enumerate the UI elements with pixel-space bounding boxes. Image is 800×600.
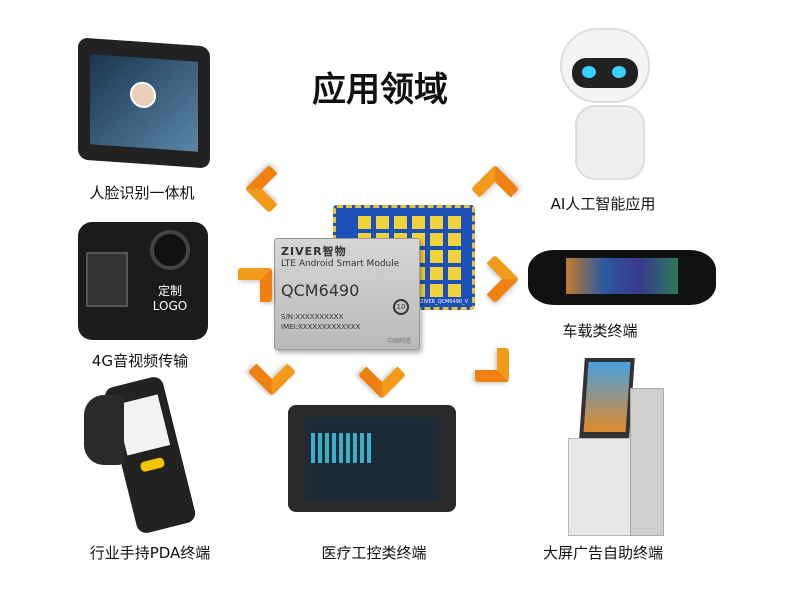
module-imei: IMEI:XXXXXXXXXXXXX bbox=[281, 323, 361, 331]
qcm6490-module: ZIVER智物 LTE Android Smart Module QCM6490… bbox=[274, 238, 420, 350]
module-made-in: 中国制造 bbox=[386, 338, 411, 345]
module-sn: S/N:XXXXXXXXXX bbox=[281, 313, 344, 321]
body-camera-image: 定制 LOGO bbox=[78, 222, 208, 340]
robot-image bbox=[560, 28, 650, 103]
app-label-medical: 医疗工控类终端 bbox=[321, 544, 427, 562]
self-service-kiosk-image bbox=[568, 358, 664, 536]
arrow-down-left-icon bbox=[247, 347, 297, 397]
pda-handle bbox=[84, 395, 124, 465]
arrow-down-icon bbox=[357, 350, 407, 400]
arrow-down-right-icon bbox=[475, 348, 509, 382]
arrow-left-icon bbox=[238, 268, 272, 302]
app-label-vehicle: 车载类终端 bbox=[562, 322, 638, 340]
app-label-pda: 行业手持PDA终端 bbox=[89, 544, 211, 562]
robot-body bbox=[575, 105, 645, 180]
board-label: ZIVER_QCM6490_V bbox=[420, 299, 468, 305]
arrow-right-icon bbox=[470, 254, 520, 304]
module-subtitle: LTE Android Smart Module bbox=[281, 259, 400, 269]
app-label-bodycam: 4G音视频传输 bbox=[91, 352, 189, 370]
face-recognition-terminal-image bbox=[78, 37, 210, 169]
arrow-up-right-icon bbox=[470, 164, 520, 214]
recycle-10-icon: 10 bbox=[393, 299, 409, 315]
module-brand: ZIVER bbox=[281, 245, 323, 258]
module-model: QCM6490 bbox=[281, 281, 360, 300]
rugged-tablet-image bbox=[288, 405, 456, 512]
app-label-face: 人脸识别一体机 bbox=[89, 184, 195, 202]
app-label-ai: AI人工智能应用 bbox=[550, 195, 656, 213]
bodycam-logo-text: 定制 LOGO bbox=[152, 284, 188, 313]
app-label-kiosk: 大屏广告自助终端 bbox=[542, 544, 664, 562]
arrow-up-left-icon bbox=[244, 164, 294, 214]
module-brand-cn: 智物 bbox=[322, 245, 347, 258]
car-mirror-image bbox=[528, 250, 716, 305]
page-title: 应用领域 bbox=[312, 70, 448, 110]
